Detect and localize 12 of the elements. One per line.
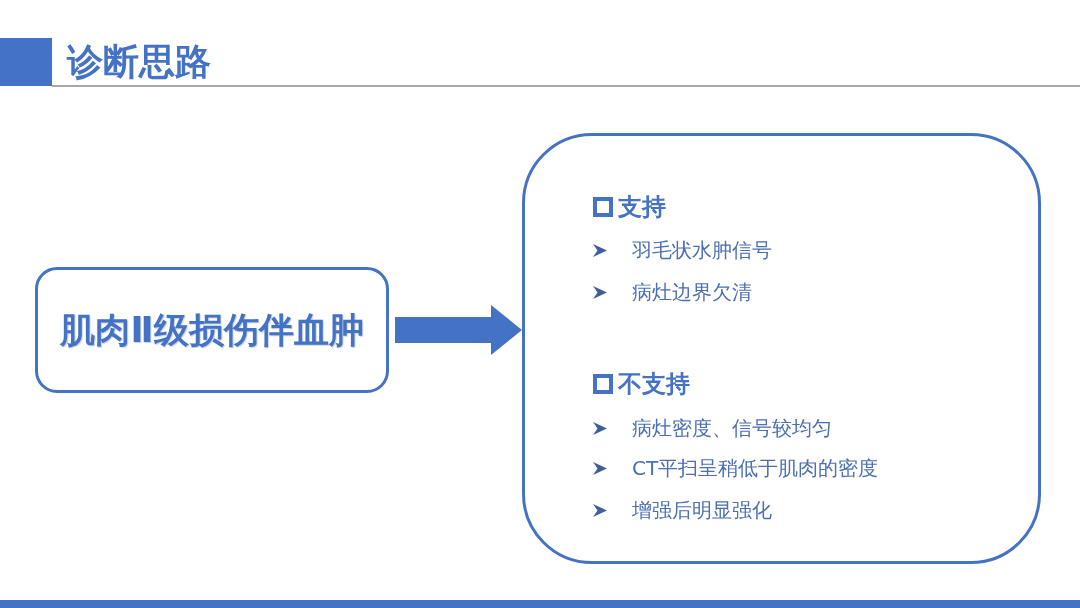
list-item: 病灶密度、信号较均匀	[632, 415, 832, 442]
rounded-box	[522, 133, 1041, 564]
section-heading: 支持	[618, 192, 666, 223]
list-item: 病灶边界欠清	[632, 279, 752, 306]
section-heading: 不支持	[618, 369, 690, 400]
list-item: 羽毛状水肿信号	[632, 237, 772, 264]
list-item: 增强后明显强化	[632, 497, 772, 524]
block-arrow	[395, 305, 522, 355]
box-label: 肌肉Ⅱ级损伤伴血肿	[60, 309, 364, 352]
slide-title: 诊断思路	[67, 40, 211, 84]
rounded-box	[35, 267, 389, 393]
list-item: CT平扫呈稍低于肌肉的密度	[632, 455, 879, 482]
